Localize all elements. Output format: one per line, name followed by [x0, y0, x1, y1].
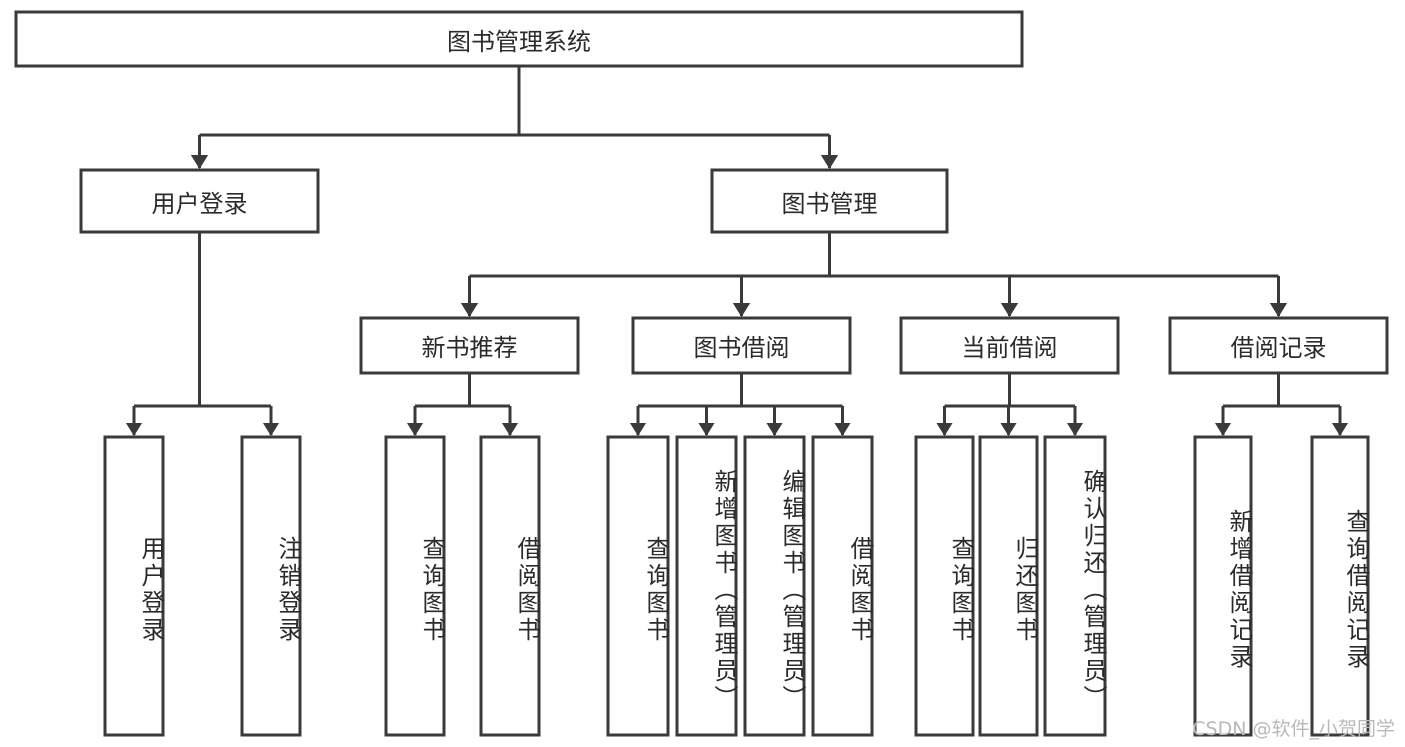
arrow-head-icon	[766, 423, 783, 436]
arrow-head-icon	[1000, 423, 1017, 436]
leaf-box-query-book-recommend[interactable]	[384, 435, 446, 737]
leaf-box-add-borrow-record[interactable]	[1193, 435, 1253, 737]
leaf-box-borrow-book-recommend[interactable]	[479, 435, 541, 737]
node-box-book-borrow[interactable]	[631, 316, 852, 375]
arrow-head-icon	[262, 423, 280, 436]
leaf-box-add-book-admin[interactable]	[675, 435, 738, 737]
arrow-head-icon	[190, 155, 209, 169]
arrow-head-icon	[834, 423, 851, 436]
leaf-box-borrow-book[interactable]	[811, 435, 874, 737]
arrow-head-icon	[698, 423, 715, 436]
node-box-current-borrow[interactable]	[899, 316, 1120, 375]
leaf-box-edit-book-admin[interactable]	[743, 435, 806, 737]
arrow-head-icon	[406, 423, 424, 436]
arrow-head-icon	[732, 303, 751, 317]
leaf-box-query-book-current[interactable]	[914, 435, 975, 737]
connector-layer	[125, 66, 1349, 436]
leaf-box-user-login[interactable]	[103, 435, 165, 737]
node-box-book-management[interactable]	[710, 168, 949, 234]
arrow-head-icon	[1269, 303, 1288, 317]
arrow-head-icon	[820, 155, 839, 169]
node-box-root[interactable]	[14, 10, 1024, 68]
arrow-head-icon	[125, 423, 143, 436]
arrow-head-icon	[629, 423, 647, 436]
arrow-head-icon	[1066, 423, 1084, 436]
arrow-head-icon	[936, 423, 953, 436]
leaf-box-return-book[interactable]	[978, 435, 1039, 737]
node-box-borrow-record[interactable]	[1168, 316, 1389, 375]
leaf-box-query-borrow-record[interactable]	[1310, 435, 1370, 737]
node-box-user-login[interactable]	[79, 168, 320, 234]
arrow-head-icon	[1331, 423, 1349, 436]
leaf-box-query-book-borrow[interactable]	[606, 435, 670, 737]
arrow-head-icon	[460, 303, 479, 317]
arrow-head-icon	[501, 423, 519, 436]
node-box-new-book-recommend[interactable]	[359, 316, 580, 375]
arrow-head-icon	[1214, 423, 1232, 436]
arrow-head-icon	[1000, 303, 1019, 317]
leaf-box-logout[interactable]	[240, 435, 302, 737]
leaf-box-confirm-return-admin[interactable]	[1043, 435, 1107, 737]
